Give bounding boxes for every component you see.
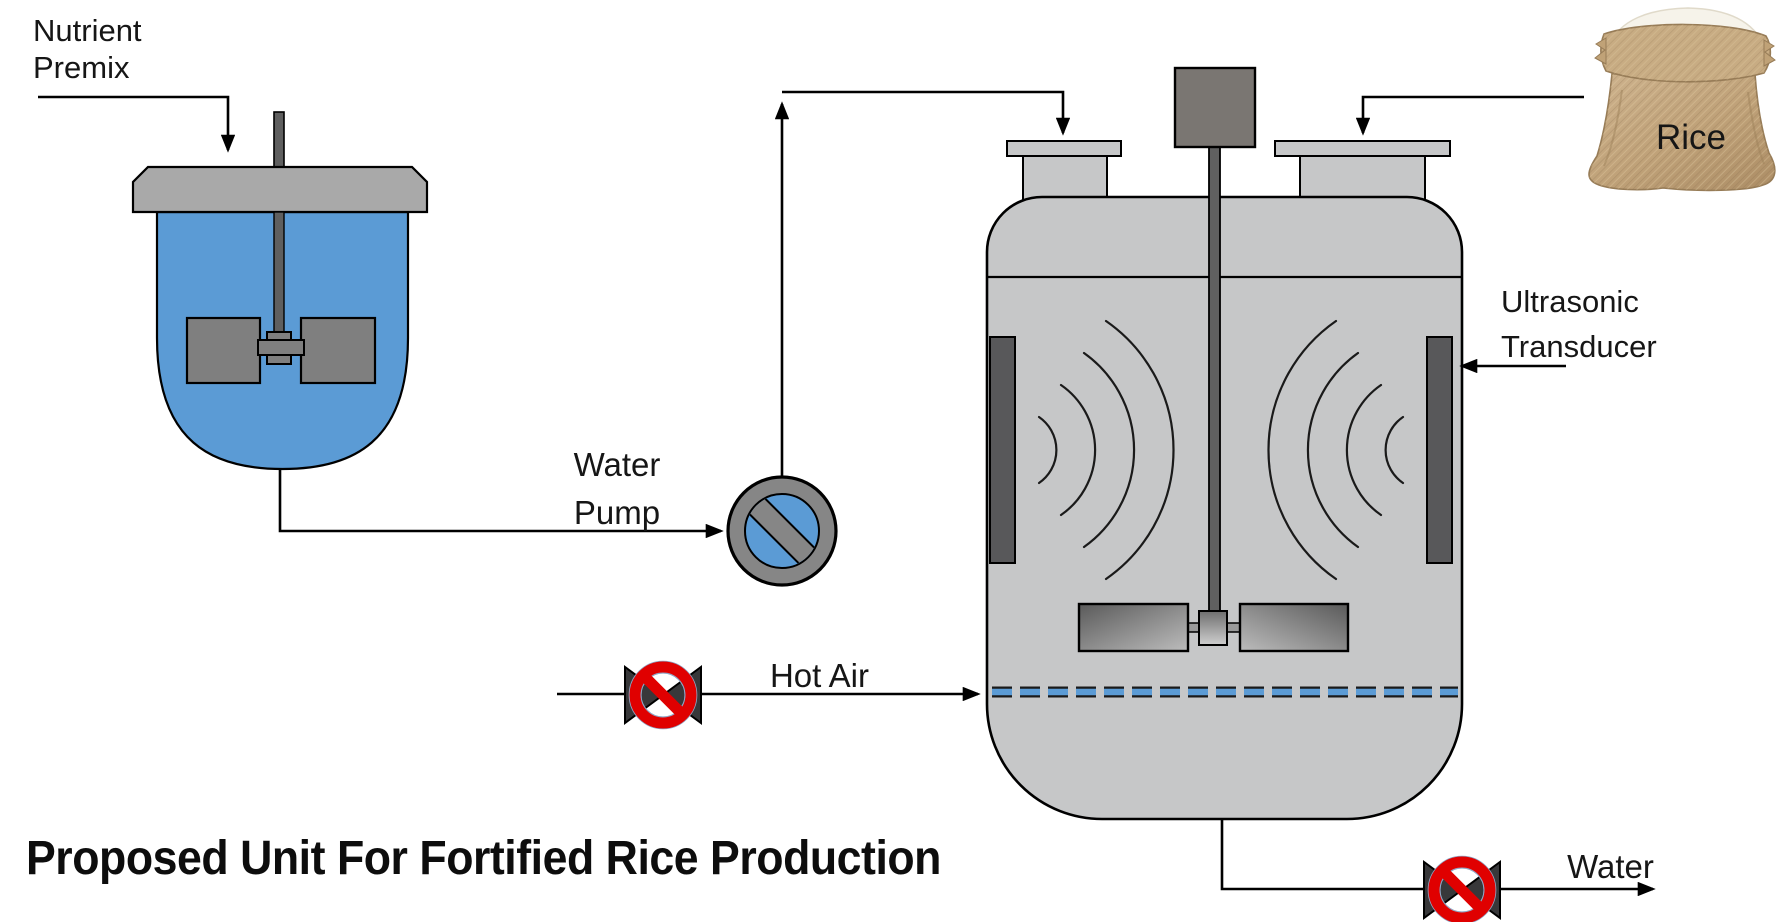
ultrasonic-label-line1: Ultrasonic [1501, 284, 1639, 319]
reactor-paddle-right [1238, 602, 1350, 653]
page-title: Proposed Unit For Fortified Rice Product… [26, 832, 941, 885]
flow-lines [38, 90, 1656, 897]
reactor-tank-body [985, 195, 1464, 821]
water-label: Water [1567, 848, 1654, 885]
reactor-hub-bar-right [1225, 622, 1242, 633]
rice-bag-crease [1603, 89, 1623, 167]
prohibition-sign [1427, 855, 1497, 922]
rice-bag-collar-weave [1600, 24, 1771, 82]
rice-label: Rice [1656, 118, 1727, 157]
reactor-motor [1173, 66, 1257, 149]
water-pump [726, 475, 838, 587]
water-pump-label-line2: Pump [573, 494, 661, 531]
reactor-left-port-neck [1022, 154, 1108, 202]
premix-shaft-lower [273, 211, 285, 341]
rice-bag-fray-left [1594, 37, 1607, 65]
rice-bag-body-weave [1589, 74, 1775, 191]
rice-bag-crease2 [1747, 91, 1765, 165]
rice-to-reactor-pipe [1355, 95, 1584, 136]
reactor-impeller-hub [1198, 610, 1228, 646]
premix-impeller-crossbar [257, 339, 305, 356]
water-outlet-valve [1423, 855, 1501, 922]
reactor-right-port-flange [1274, 140, 1451, 157]
nutrient-premix-label: Nutrient Premix [33, 12, 142, 86]
prohibition-sign [628, 660, 698, 730]
reactor-left-port-flange [1006, 140, 1122, 157]
nutrient-premix-pointer-line [38, 95, 236, 153]
reactor-stirrer-shaft [1208, 146, 1221, 618]
premix-paddle-left [185, 316, 262, 385]
left-transducer [989, 336, 1016, 564]
ultrasonic-label-line2: Transducer [1501, 329, 1657, 364]
nutrient-premix-label-line2: Premix [33, 50, 130, 85]
premix-to-pump-pipe [278, 468, 724, 539]
rice-bag-fray-right [1763, 39, 1776, 67]
hot-air-label: Hot Air [769, 657, 870, 694]
right-transducer [1426, 336, 1453, 564]
water-pump-label-line1: Water [573, 446, 661, 483]
right-sound-waves [1267, 319, 1405, 581]
reactor-right-port-neck [1299, 155, 1426, 202]
fortification-reactor-vessel [985, 66, 1464, 821]
rice-bag [1588, 7, 1776, 192]
reactor-drain-pipe [1220, 818, 1656, 897]
premix-paddle-right [299, 316, 377, 385]
ultrasonic-transducer-label: Ultrasonic Transducer [1501, 279, 1657, 369]
hot-air-valve [624, 660, 702, 730]
nutrient-premix-vessel [131, 111, 429, 471]
premix-vessel-lid [131, 165, 429, 214]
water-pump-label: Water Pump [538, 441, 696, 537]
nutrient-premix-label-line1: Nutrient [33, 13, 142, 48]
pump-to-reactor-pipe [782, 90, 1071, 136]
left-sound-waves [1037, 319, 1175, 581]
reactor-paddle-left [1077, 602, 1190, 653]
